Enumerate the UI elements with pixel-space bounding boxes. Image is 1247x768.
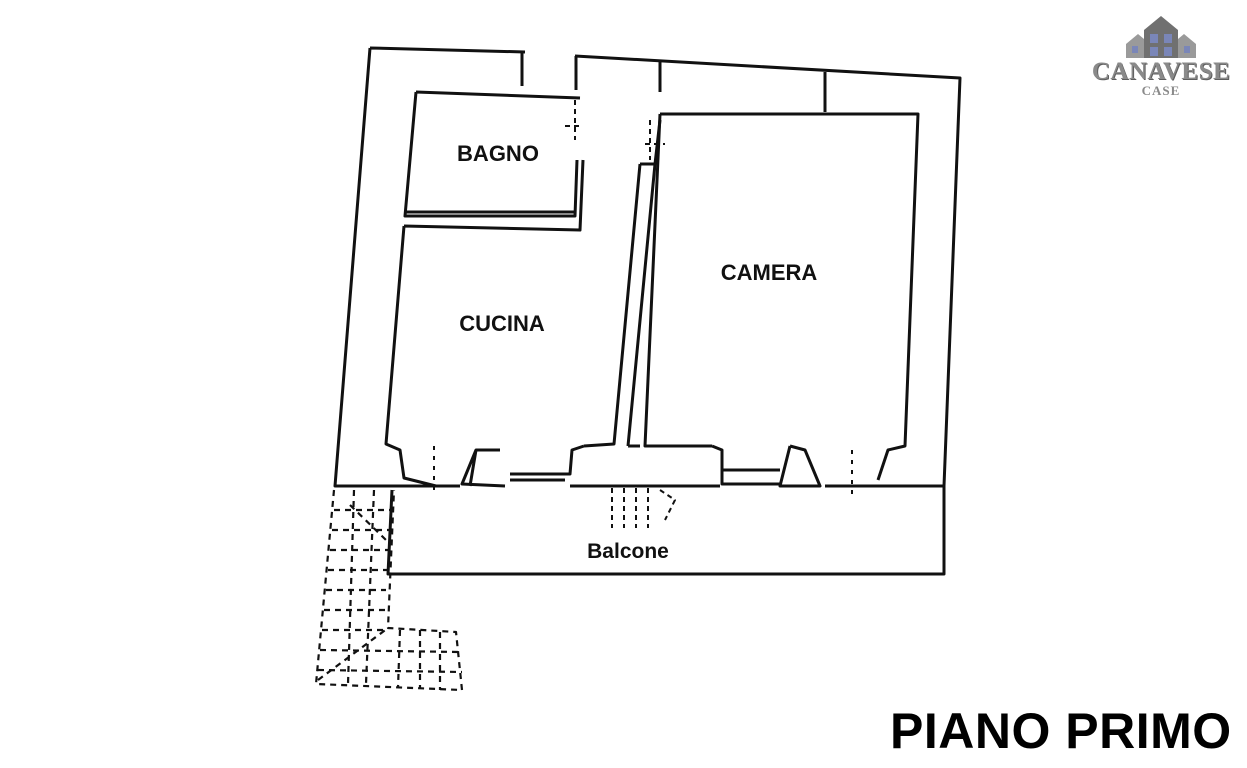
label-camera: CAMERA — [721, 260, 818, 285]
window-right — [711, 444, 822, 488]
door-camera — [645, 120, 665, 160]
outer-wall-inner — [520, 52, 827, 112]
label-balcone: Balcone — [587, 540, 669, 563]
label-bagno: BAGNO — [457, 141, 539, 166]
door-bagno — [565, 100, 580, 140]
outer-wall — [333, 46, 962, 488]
label-cucina: CUCINA — [459, 311, 545, 336]
balcony-dashes — [433, 446, 853, 500]
logo-subtitle: CASE — [1141, 83, 1181, 98]
canavese-case-logo: CANAVESE CASE — [1086, 14, 1236, 100]
window-left — [460, 444, 585, 488]
wall-cucina — [384, 159, 585, 488]
wall-central — [583, 119, 662, 448]
wall-camera — [643, 112, 920, 481]
logo-brand: CANAVESE — [1091, 58, 1231, 85]
door-balcony — [611, 488, 676, 528]
balcony-outline — [386, 486, 946, 576]
wall-bagno — [403, 90, 581, 218]
houses-icon — [1126, 16, 1196, 58]
staircase — [314, 489, 464, 692]
floor-title: PIANO PRIMO — [890, 703, 1232, 759]
